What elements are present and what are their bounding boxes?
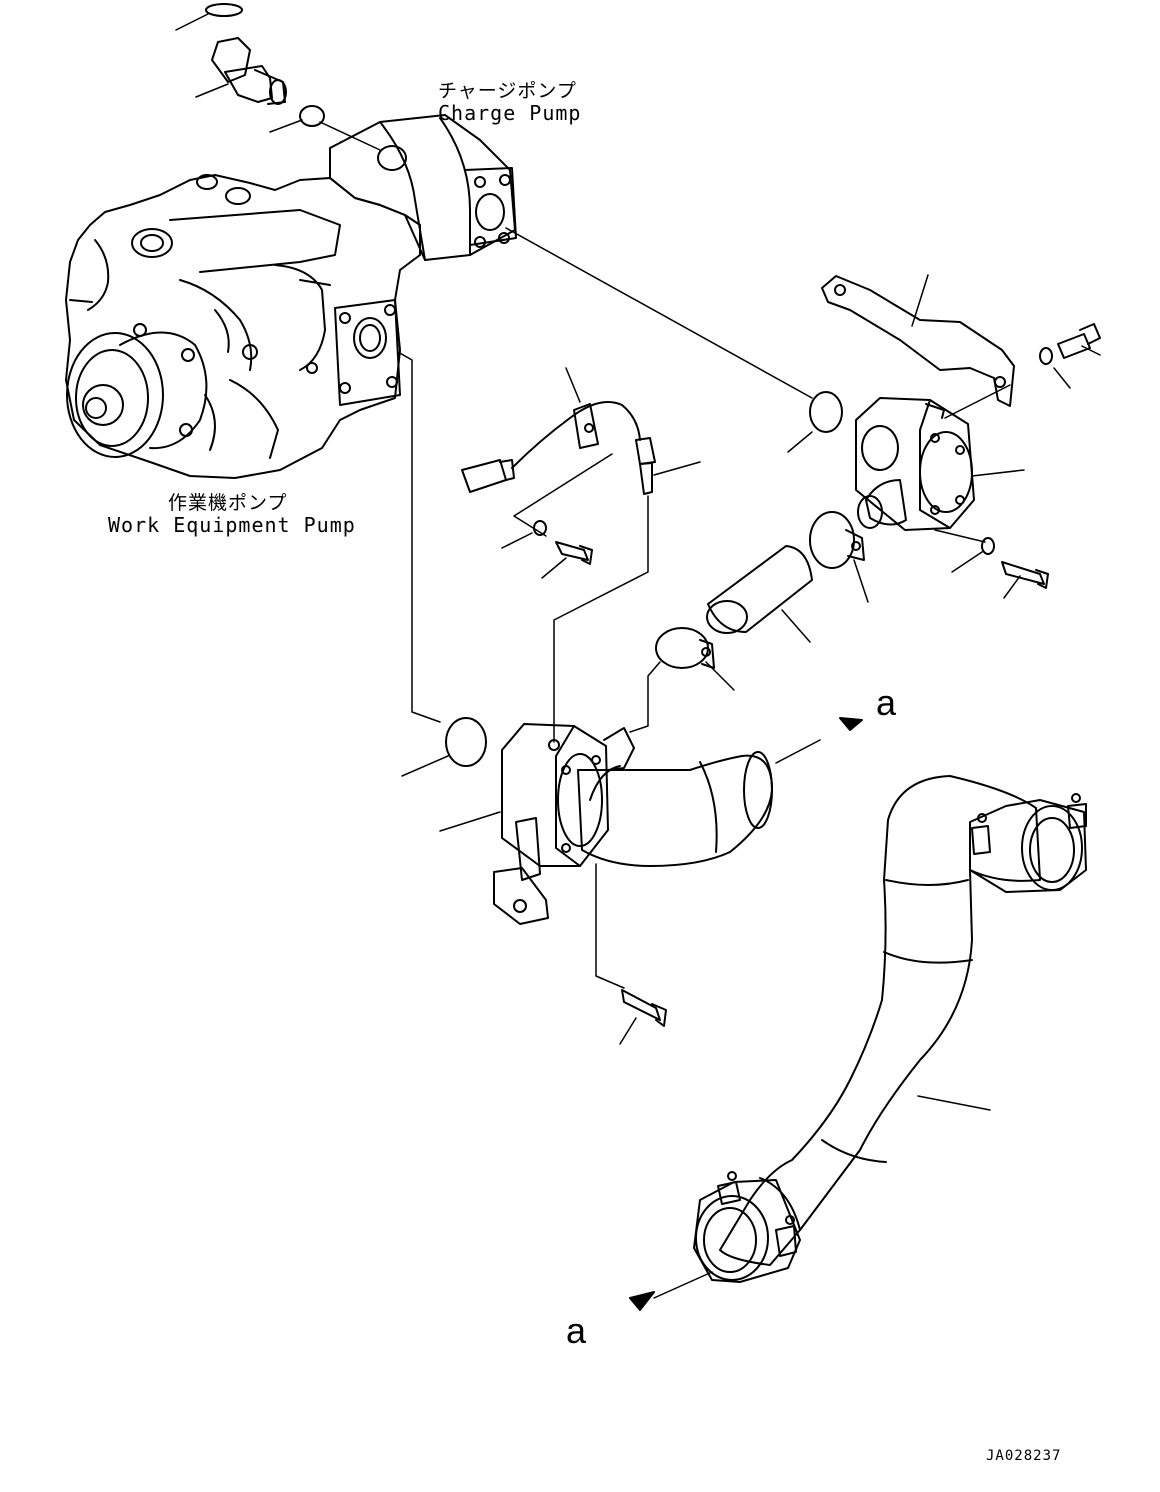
elbow-block [494,724,634,924]
o-ring-mid [300,106,324,126]
charge-pump [330,115,516,260]
charge-pump-label-en: Charge Pump [438,101,582,125]
mounting-bracket [822,276,1014,406]
drawing-code: JA028237 [986,1448,1062,1464]
washer-bolt-right [982,538,1048,588]
elbow-fitting [212,38,286,104]
leader-lines [176,14,1100,1298]
o-ring-right [810,392,842,432]
work-pump-label-jp: 作業機ポンプ [168,492,288,514]
work-equipment-pump [66,175,420,478]
o-ring-top [206,4,242,16]
reference-mark-a-bottom: a [566,1310,587,1351]
reference-mark-a-top: a [876,682,897,723]
o-ring-left [446,718,486,766]
bolt-bottom [622,990,666,1026]
charge-pump-label-jp: チャージポンプ [438,80,577,102]
work-pump-label-en: Work Equipment Pump [108,513,356,537]
hose-clamp-right [810,512,864,568]
straight-hose [707,546,812,633]
flow-arrow-top [840,718,862,730]
flange-block [856,398,974,530]
elbow-pipe [578,752,772,866]
washer-bolt-left [534,521,592,564]
hose-clamp-left [656,628,714,668]
bolt-top-right [1040,324,1100,364]
large-hose [694,776,1086,1282]
temperature-sensor [462,402,655,494]
flow-arrow-bottom [630,1292,654,1310]
